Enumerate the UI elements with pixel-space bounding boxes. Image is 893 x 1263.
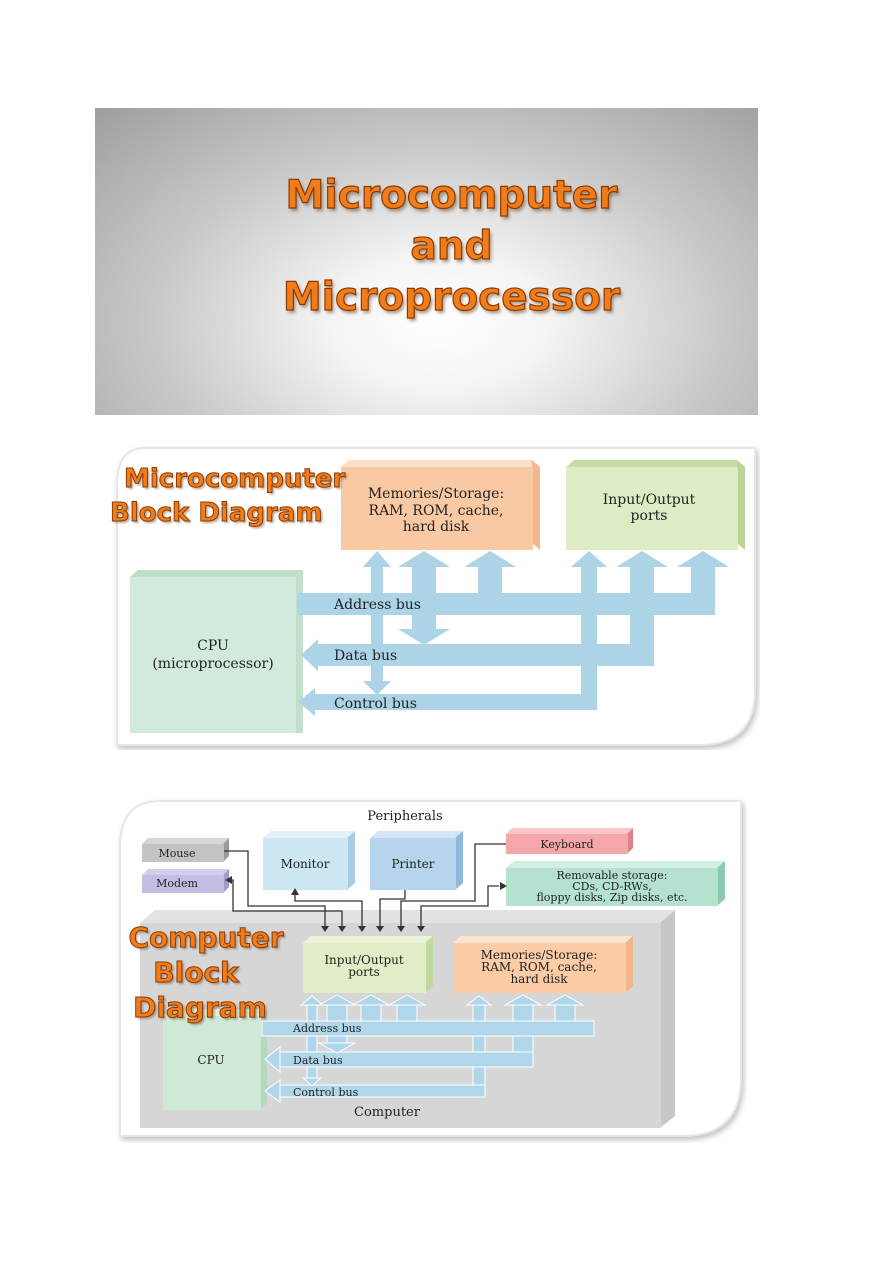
data-bus-arrow-head bbox=[301, 639, 318, 671]
printer-box: Printer bbox=[370, 831, 463, 890]
io-data-arrow-head bbox=[616, 551, 668, 567]
diagram1-io-line2: ports bbox=[631, 508, 668, 524]
memory-address-up-head bbox=[464, 551, 516, 567]
memory-data-arrow-bottom bbox=[398, 629, 450, 645]
printer-label: Printer bbox=[391, 857, 434, 871]
diagram2-control-bus-label: Control bus bbox=[293, 1086, 359, 1099]
diagram2-io-line1: Input/Output bbox=[324, 953, 404, 967]
address-bus bbox=[297, 593, 715, 615]
peripherals-label: Peripherals bbox=[367, 809, 442, 824]
banner-title-line2: and bbox=[410, 223, 493, 269]
memory-address-up bbox=[478, 567, 502, 597]
memory-storage-box: Memories/Storage: RAM, ROM, cache, hard … bbox=[341, 460, 540, 550]
computer-diagram: Peripherals Mouse Modem Monitor Printer bbox=[115, 798, 747, 1143]
control-bus bbox=[315, 694, 597, 710]
removable-storage-box: Removable storage: CDs, CD-RWs, floppy d… bbox=[506, 861, 725, 906]
d2-control-bus-arrowhead bbox=[264, 1079, 281, 1103]
monitor-label: Monitor bbox=[281, 857, 330, 871]
modem-box: Modem bbox=[142, 869, 229, 893]
io-address-arrow bbox=[691, 567, 715, 597]
banner-title-line1: Microcomputer bbox=[285, 172, 618, 218]
io-ports-box: Input/Output ports bbox=[566, 460, 745, 550]
io-control-arrow-head bbox=[571, 551, 607, 567]
keyboard-box: Keyboard bbox=[506, 828, 633, 854]
diagram2-address-bus-label: Address bus bbox=[292, 1022, 362, 1035]
diagram2-memory-line2: RAM, ROM, cache, bbox=[481, 960, 597, 974]
keyboard-label: Keyboard bbox=[540, 838, 593, 851]
d2-io-address-arrow2-top bbox=[387, 994, 427, 1006]
d2-address-bus bbox=[261, 1020, 595, 1037]
d2-data-bus-arrowhead bbox=[264, 1045, 281, 1074]
d2-mem-data-arrow-top bbox=[503, 994, 543, 1006]
diagram2-memory-box: Memories/Storage: RAM, ROM, cache, hard … bbox=[453, 936, 633, 993]
banner-title-line3: Microprocessor bbox=[282, 274, 621, 320]
cpu-box: CPU (microprocessor) bbox=[130, 570, 303, 733]
mouse-label: Mouse bbox=[158, 847, 195, 860]
diagram1-cpu-line2: (microprocessor) bbox=[152, 656, 273, 672]
diagram2-memory-line1: Memories/Storage: bbox=[481, 948, 598, 962]
d2-io-data-arrow-top bbox=[317, 994, 357, 1006]
diagram2-memory-line3: hard disk bbox=[510, 972, 568, 986]
diagram1-data-bus-label: Data bus bbox=[334, 648, 397, 664]
peripheral-arrowheads bbox=[225, 876, 507, 932]
title-banner: Microcomputer and Microprocessor bbox=[95, 108, 758, 415]
control-bus-arrow-head bbox=[298, 688, 315, 716]
removable-line1: Removable storage: bbox=[557, 869, 668, 882]
d2-io-control-arrow-bottom bbox=[301, 1077, 323, 1087]
banner-title: Microcomputer and Microprocessor bbox=[120, 170, 783, 323]
diagram1-control-bus-label: Control bus bbox=[334, 696, 417, 712]
diagram1-cpu-line1: CPU bbox=[197, 638, 229, 654]
io-data-arrow bbox=[630, 567, 654, 597]
diagram1-memory-line1: Memories/Storage: bbox=[368, 486, 504, 502]
data-bus bbox=[318, 644, 654, 666]
modem-label: Modem bbox=[156, 877, 198, 890]
diagram1-io-line1: Input/Output bbox=[603, 492, 696, 508]
d2-io-control-connector bbox=[306, 1004, 318, 1081]
io-control-connector bbox=[581, 567, 597, 707]
d2-mem-control-connector bbox=[472, 1004, 486, 1096]
diagram1-memory-line2: RAM, ROM, cache, bbox=[369, 503, 504, 519]
diagram2-heading-line2: Block bbox=[153, 956, 239, 990]
diagram1-memory-line3: hard disk bbox=[403, 519, 470, 535]
diagram1-heading: Microcomputer Block Diagram bbox=[109, 462, 346, 530]
d2-io-address-arrow-top bbox=[351, 994, 391, 1006]
io-address-arrow-head bbox=[677, 551, 729, 567]
mouse-box: Mouse bbox=[142, 838, 229, 862]
diagram2-cpu-label: CPU bbox=[197, 1053, 224, 1067]
diagram1-heading-line1: Microcomputer bbox=[123, 464, 346, 495]
diagram1-heading-line2: Block Diagram bbox=[109, 498, 323, 529]
diagram2-heading-line3: Diagram bbox=[133, 991, 268, 1025]
removable-line2: CDs, CD-RWs, bbox=[572, 880, 652, 893]
monitor-box: Monitor bbox=[263, 831, 355, 890]
diagram2-io-line2: ports bbox=[348, 965, 380, 979]
d2-io-control-arrow bbox=[299, 995, 325, 1006]
memory-data-arrow-top bbox=[398, 551, 450, 567]
d2-io-data-arrow-bottom bbox=[317, 1042, 357, 1054]
diagram2-heading: Computer Block Diagram bbox=[126, 920, 286, 1025]
diagram2-heading-line1: Computer bbox=[128, 921, 284, 955]
memory-address-arrow-head bbox=[363, 551, 391, 567]
microcomputer-diagram: Memories/Storage: RAM, ROM, cache, hard … bbox=[105, 445, 760, 750]
d2-mem-address-arrow-top bbox=[545, 994, 585, 1006]
diagram2-data-bus-label: Data bus bbox=[293, 1054, 343, 1067]
removable-line3: floppy disks, Zip disks, etc. bbox=[536, 891, 687, 904]
control-arrow-memory bbox=[363, 681, 391, 695]
diagram1-address-bus-label: Address bus bbox=[333, 597, 421, 613]
diagram2-io-ports-box: Input/Output ports bbox=[303, 936, 433, 993]
d2-mem-control-arrow bbox=[465, 995, 493, 1006]
computer-label: Computer bbox=[354, 1105, 421, 1120]
